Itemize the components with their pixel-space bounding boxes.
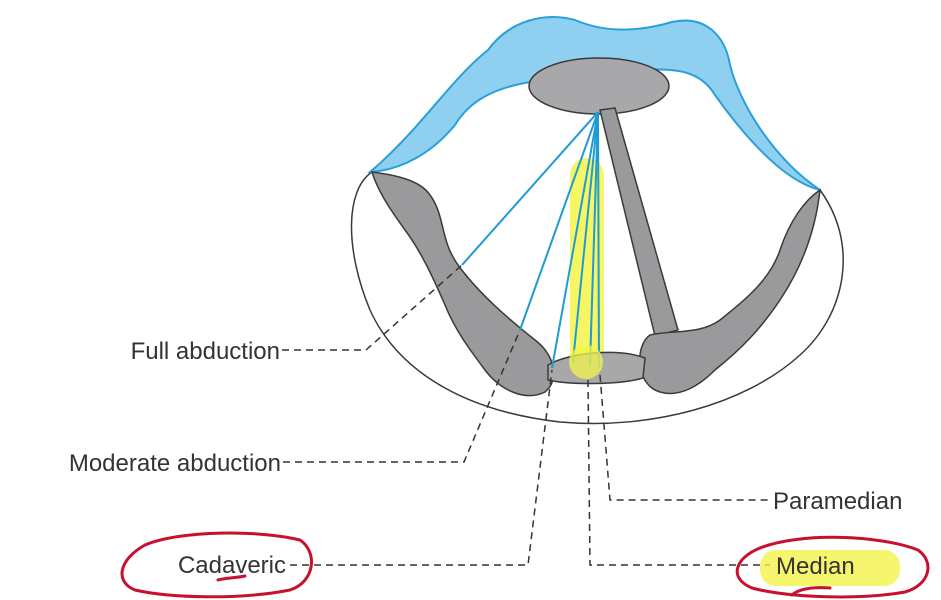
median-highlight-end [569,345,603,379]
median-line [598,112,599,368]
left-arytenoid [372,172,554,396]
anterior-commissure [529,58,669,114]
median-leader [588,380,770,565]
right-cord-band [600,108,678,336]
label-median: Median [776,553,855,580]
paramedian-leader [600,375,770,500]
label-paramedian: Paramedian [773,488,902,515]
label-cadaveric: Cadaveric [178,552,286,579]
label-moderate-abduction: Moderate abduction [69,450,281,477]
leader-lines [282,265,770,565]
cadaveric-leader [290,370,552,565]
label-full-abduction: Full abduction [131,338,280,365]
